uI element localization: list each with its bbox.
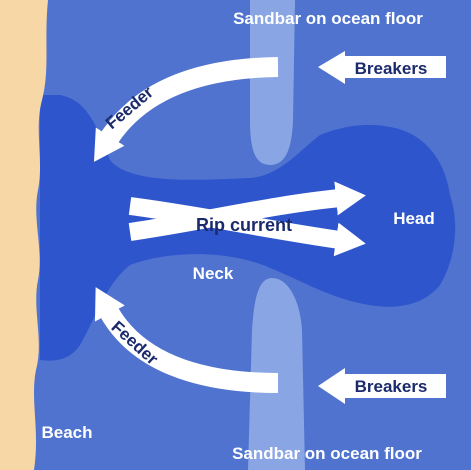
sandbar-bottom-label: Sandbar on ocean floor: [232, 444, 422, 463]
sandbar-top: [250, 0, 295, 165]
head-label: Head: [393, 209, 435, 228]
breakers-arrow-top: [318, 51, 446, 84]
feeder-arrow-top: [93, 57, 279, 162]
breakers-top-label: Breakers: [355, 59, 428, 78]
breakers-bottom-label: Breakers: [355, 377, 428, 396]
rip-current-label: Rip current: [196, 215, 292, 235]
beach-label: Beach: [41, 423, 92, 442]
feeder-arrow-bottom: [94, 287, 279, 393]
sandbar-top-label: Sandbar on ocean floor: [233, 9, 423, 28]
breakers-arrow-bottom: [318, 368, 446, 404]
rip-current-arrow-down: [128, 197, 366, 257]
neck-label: Neck: [193, 264, 234, 283]
beach: [0, 0, 48, 470]
